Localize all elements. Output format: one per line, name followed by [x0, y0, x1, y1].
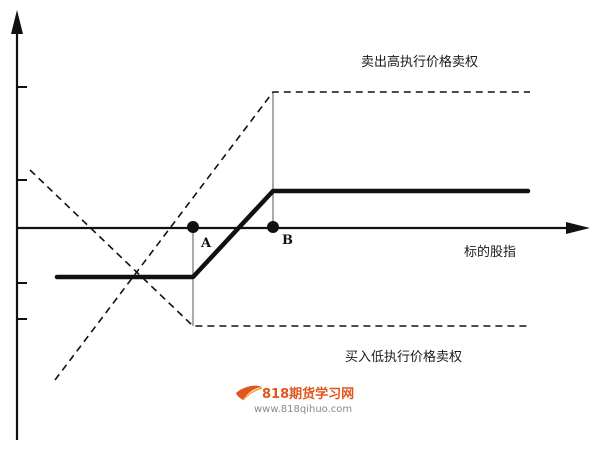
short-high-put-label: 卖出高执行价格卖权 [361, 54, 478, 70]
point-b-label: B [282, 233, 293, 248]
watermark-url: www.818qihuo.com [254, 404, 352, 415]
combined-payoff-line [54, 188, 531, 280]
index-axis-label: 标的股指 [464, 244, 516, 260]
watermark: 818期货学习网 www.818qihuo.com [236, 385, 354, 415]
leaf-swoosh-accent [242, 387, 263, 401]
leaf-swoosh-logo [236, 385, 262, 400]
x-axis-arrow [566, 222, 590, 234]
strike-point-a [187, 221, 199, 233]
point-a-label: A [200, 236, 212, 251]
watermark-text: 818期货学习网 [262, 386, 354, 402]
y-axis-arrow [11, 10, 23, 34]
short-high-put-line [54, 91, 530, 381]
long-low-put-label: 买入低执行价格卖权 [345, 349, 462, 365]
strike-point-b [267, 221, 279, 233]
long-low-put-line [29, 169, 530, 327]
